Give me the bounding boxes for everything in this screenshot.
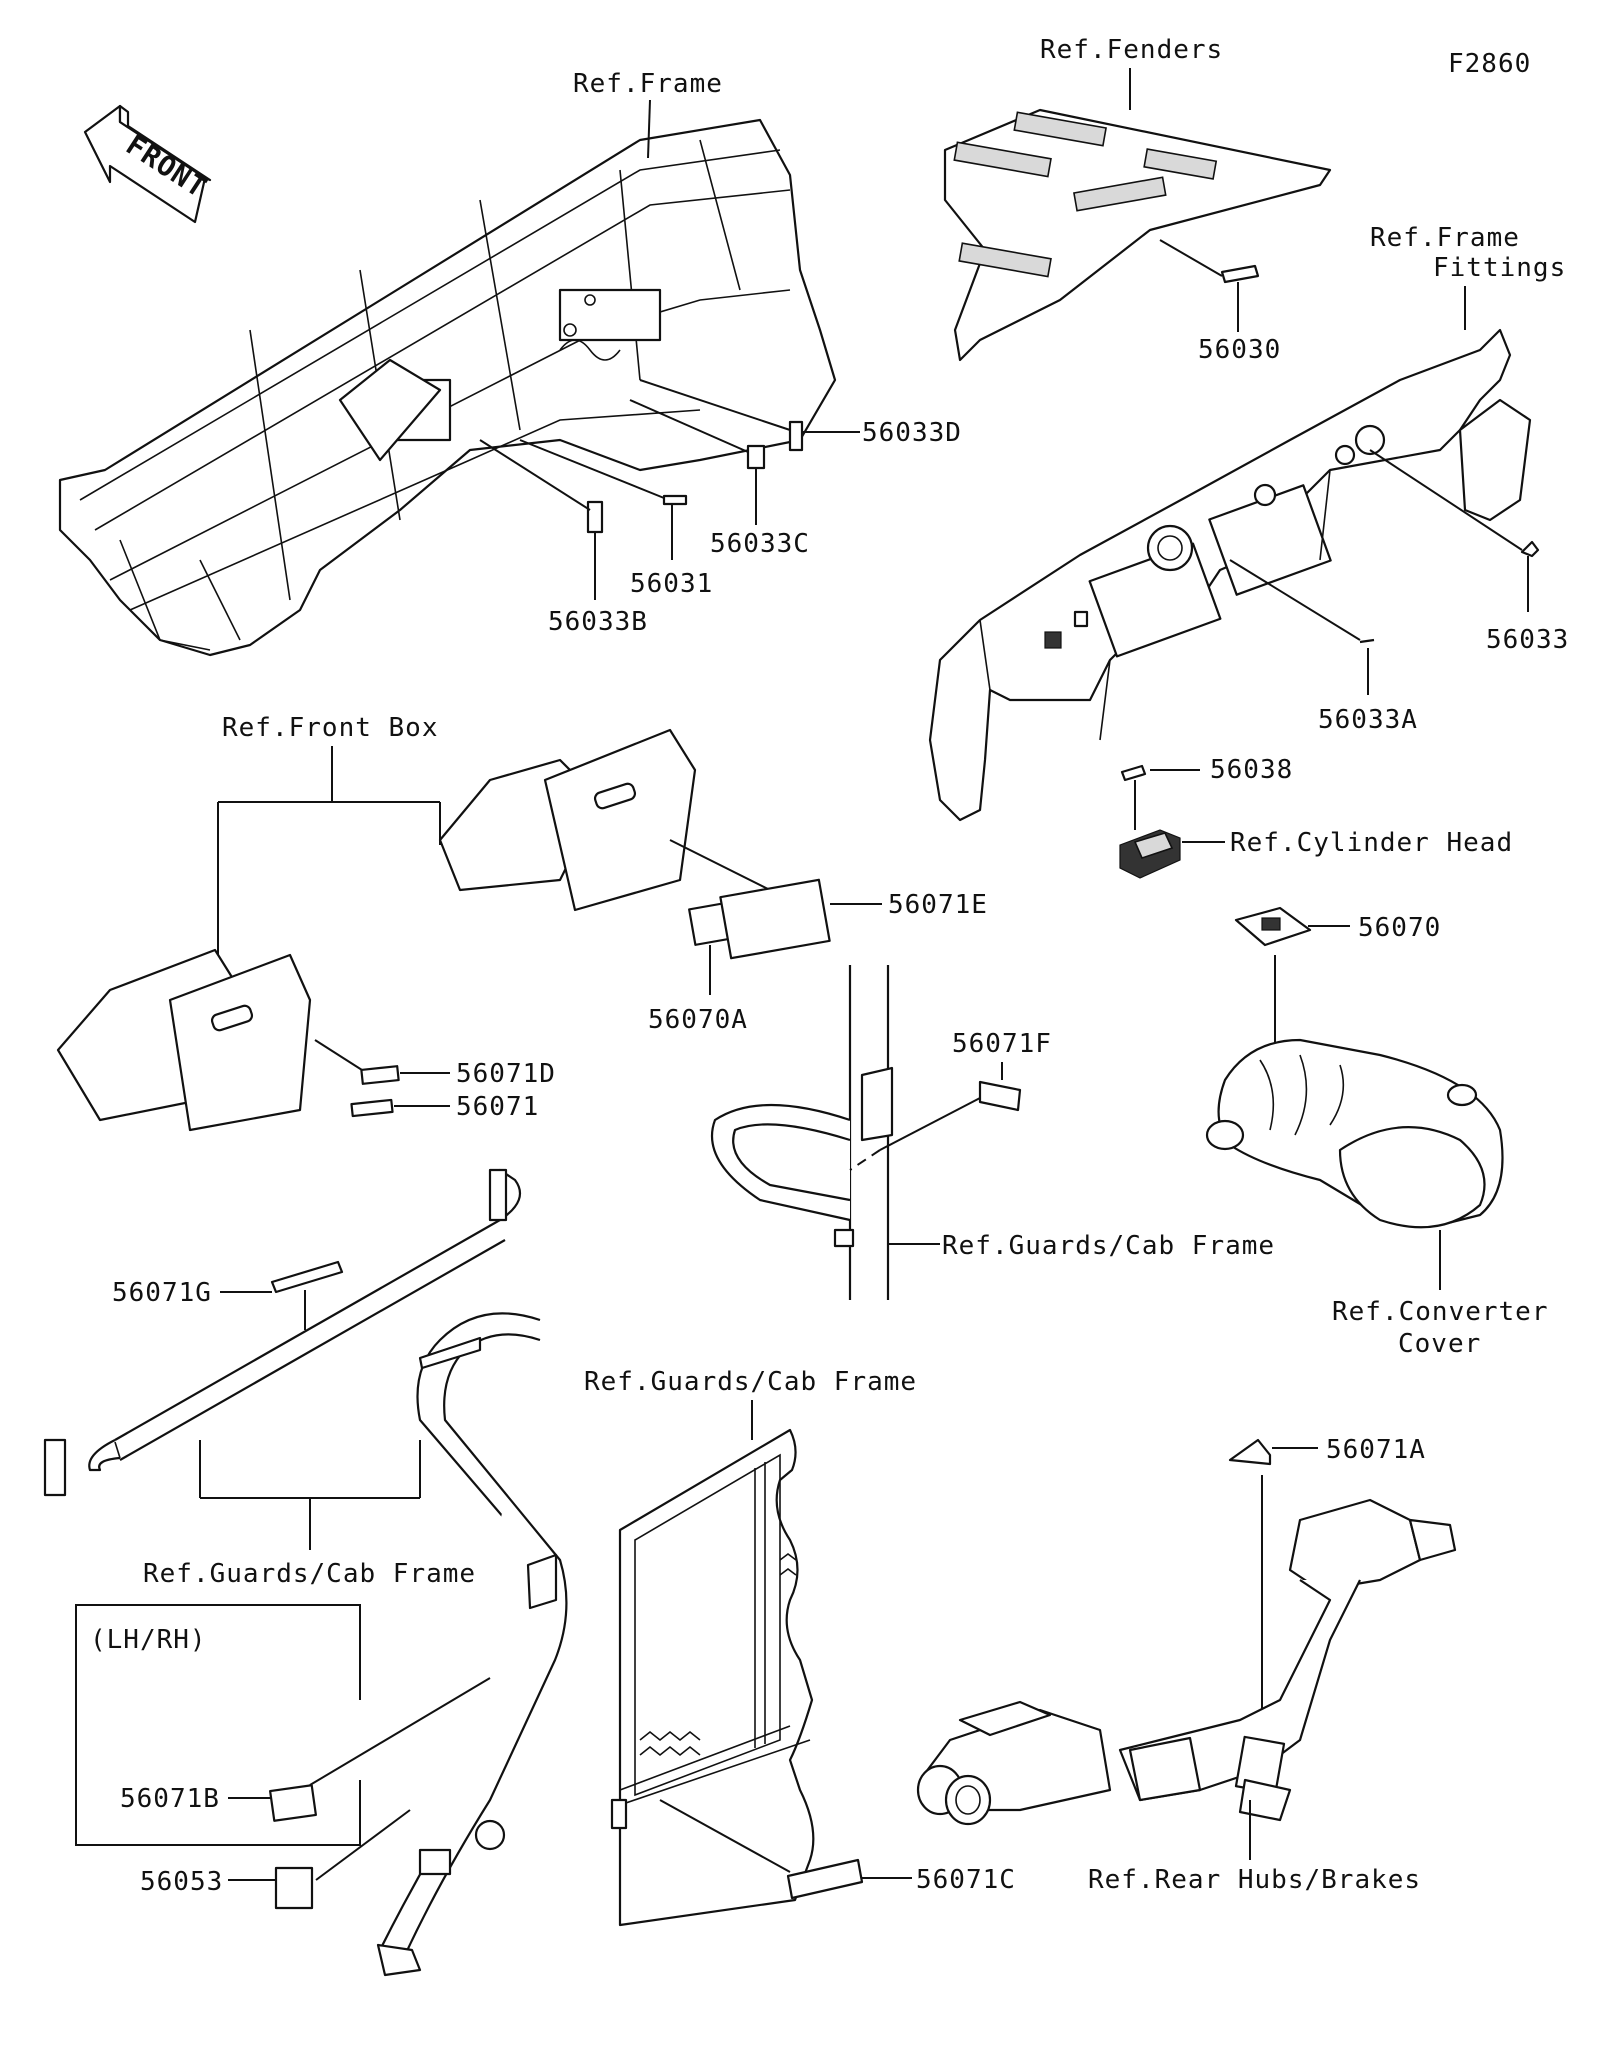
leader-56033-target	[1369, 449, 1523, 551]
label-56033B-icon	[586, 500, 604, 534]
front-arrow-icon: FRONT	[83, 104, 213, 224]
label-56033-icon	[1520, 540, 1540, 558]
part-56070A: 56070A	[648, 1005, 748, 1035]
ref-fenders-label: Ref.Fenders	[1040, 35, 1223, 65]
leader-56033C-target	[629, 399, 749, 453]
leader-56033B-target	[479, 439, 591, 511]
part-56038: 56038	[1210, 755, 1293, 785]
ref-frame-leader	[647, 99, 651, 159]
part-56033: 56033	[1486, 625, 1569, 655]
lh-rh-note-box	[75, 1604, 361, 1846]
leader-56030-target	[1159, 239, 1223, 277]
part-56071G: 56071G	[112, 1278, 212, 1308]
leader-56033A-target	[1229, 559, 1361, 641]
leader-56033D-target	[639, 379, 791, 431]
part-56071: 56071	[456, 1092, 539, 1122]
label-56071C-icon	[786, 1858, 864, 1900]
label-56030-icon	[1220, 264, 1260, 284]
part-56033C: 56033C	[710, 529, 810, 559]
front-box-upper-illustration	[438, 728, 697, 912]
ref-front-box-label: Ref.Front Box	[222, 713, 439, 743]
label-56031-icon	[662, 494, 688, 506]
label-56033C-icon	[746, 444, 766, 470]
part-56033A: 56033A	[1318, 705, 1418, 735]
label-56071F-icon	[978, 1080, 1022, 1112]
label-56071A-icon	[1228, 1438, 1272, 1466]
door-panel-illustration	[610, 1428, 815, 1927]
leader-56071E-target	[669, 839, 771, 891]
ref-frame-fittings-label-1: Ref.Frame	[1370, 223, 1520, 253]
leader-56071B-target	[309, 1677, 491, 1786]
rear-hub-illustration	[916, 1498, 1457, 1826]
leader-56031-target	[519, 439, 665, 499]
leader-56071F-target	[879, 1097, 981, 1151]
label-56053-icon	[274, 1866, 314, 1910]
cylinder-head-illustration	[1119, 829, 1181, 879]
fender-illustration	[943, 108, 1332, 362]
figure-code: F2860	[1448, 49, 1531, 79]
rops-bar-illustration	[376, 1312, 568, 1977]
front-box-lower-illustration	[56, 948, 312, 1132]
converter-cover-illustration	[1205, 1038, 1504, 1229]
grab-bar-illustration	[43, 1168, 522, 1497]
leader-56071F-hidden	[849, 1149, 881, 1171]
label-56038-icon	[1120, 764, 1147, 782]
part-56031: 56031	[630, 569, 713, 599]
leader-56071C-target	[659, 1799, 791, 1873]
lh-rh-note: (LH/RH)	[90, 1625, 207, 1655]
ref-guards-label-3: Ref.Guards/Cab Frame	[584, 1367, 917, 1397]
part-56071E: 56071E	[888, 890, 988, 920]
label-56071-icon	[350, 1098, 394, 1118]
ref-converter-label-1: Ref.Converter	[1332, 1297, 1549, 1327]
part-56071A: 56071A	[1326, 1435, 1426, 1465]
frame-illustration	[58, 118, 837, 657]
part-56070: 56070	[1358, 913, 1441, 943]
label-56071G-icon	[270, 1260, 344, 1294]
dash-illustration	[928, 328, 1532, 822]
part-56033D: 56033D	[862, 418, 962, 448]
part-56071C: 56071C	[916, 1865, 1016, 1895]
leader-56071D-target	[314, 1039, 363, 1071]
label-56071E-icon	[719, 878, 831, 960]
label-56033D-icon	[788, 420, 804, 452]
part-56071F: 56071F	[952, 1029, 1052, 1059]
part-56030: 56030	[1198, 335, 1281, 365]
ref-frame-label: Ref.Frame	[573, 69, 723, 99]
label-56071D-icon	[360, 1065, 400, 1085]
part-56033B: 56033B	[548, 607, 648, 637]
ref-cylinder-head-label: Ref.Cylinder Head	[1230, 828, 1513, 858]
part-56071D: 56071D	[456, 1059, 556, 1089]
ref-guards-label-1: Ref.Guards/Cab Frame	[942, 1231, 1275, 1261]
label-56033A-icon	[1359, 638, 1375, 644]
part-56053: 56053	[140, 1867, 223, 1897]
label-56071B-icon	[269, 1784, 317, 1822]
label-56070-graphic	[1261, 917, 1281, 931]
leader-56053-target	[315, 1809, 411, 1881]
ref-rear-hubs-label: Ref.Rear Hubs/Brakes	[1088, 1865, 1421, 1895]
part-56071B: 56071B	[120, 1784, 220, 1814]
ref-frame-fittings-label-2: Fittings	[1433, 253, 1566, 283]
ref-converter-label-2: Cover	[1398, 1329, 1481, 1359]
ref-guards-label-2: Ref.Guards/Cab Frame	[143, 1559, 476, 1589]
